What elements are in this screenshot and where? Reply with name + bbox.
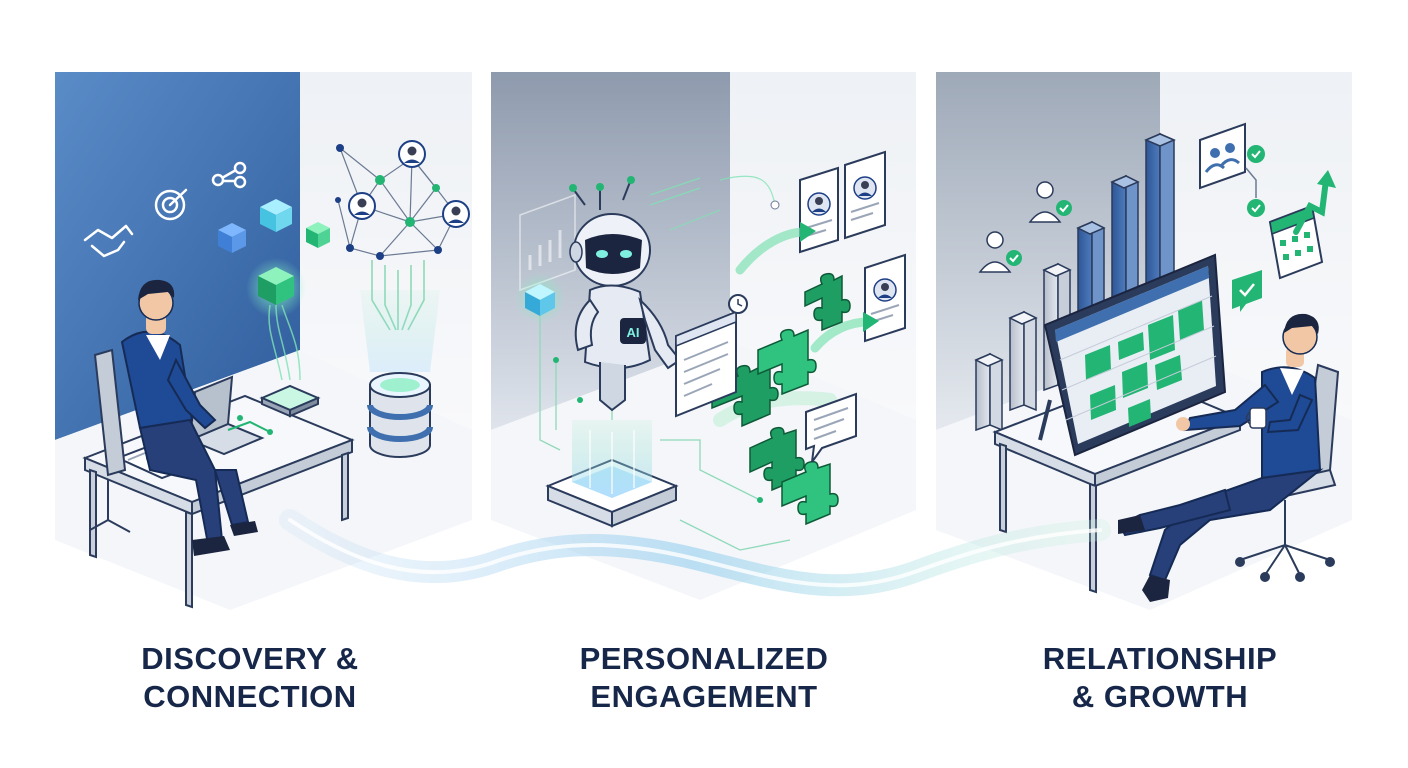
journey-path bbox=[279, 509, 1111, 597]
node bbox=[770, 200, 780, 210]
floating-cube-4 bbox=[246, 258, 306, 318]
browser-window bbox=[675, 294, 748, 418]
floating-cube-1 bbox=[218, 223, 246, 253]
floating-cube-2 bbox=[260, 199, 292, 232]
flow-arrow bbox=[810, 312, 879, 353]
puzzle-piece bbox=[781, 460, 839, 526]
floating-cube-3 bbox=[306, 222, 330, 248]
team-card bbox=[1199, 122, 1265, 217]
beam-lines bbox=[268, 304, 301, 381]
user-check-icon bbox=[978, 231, 1022, 273]
person-working bbox=[120, 279, 258, 556]
panel-engagement: AI bbox=[491, 72, 916, 600]
puzzle-piece bbox=[804, 272, 851, 332]
puzzle-piece bbox=[749, 426, 805, 492]
user-check-icon bbox=[1028, 181, 1072, 223]
avatar bbox=[348, 192, 376, 220]
stage-title-engagement: PERSONALIZED ENGAGEMENT bbox=[524, 640, 884, 716]
stage-title-discovery: DISCOVERY & CONNECTION bbox=[70, 640, 430, 716]
message-check-icon bbox=[1232, 270, 1262, 312]
panel-discovery bbox=[55, 72, 472, 610]
avatar bbox=[398, 140, 426, 168]
circuit-lines bbox=[539, 300, 791, 551]
panel-growth bbox=[936, 72, 1352, 610]
stage-title-line: DISCOVERY & bbox=[141, 641, 359, 676]
schedule-monitor bbox=[1038, 253, 1227, 457]
profile-card bbox=[844, 150, 886, 240]
puzzle-piece bbox=[711, 360, 779, 428]
pedestal bbox=[545, 420, 679, 528]
glowing-cube bbox=[514, 272, 566, 324]
stage-title-line: RELATIONSHIP bbox=[1042, 641, 1278, 676]
stage-title-line: & GROWTH bbox=[1071, 679, 1249, 714]
glowing-device bbox=[259, 384, 321, 418]
avatar bbox=[442, 200, 470, 228]
coffee-cup bbox=[1245, 407, 1267, 429]
profile-card bbox=[864, 253, 906, 343]
person-relaxing bbox=[1118, 313, 1324, 602]
hologram-chart bbox=[519, 193, 576, 292]
flow-arrow bbox=[735, 222, 816, 275]
hologram-lines bbox=[649, 175, 776, 231]
chat-bubble-icon bbox=[805, 392, 857, 463]
stage-title-line: PERSONALIZED bbox=[579, 641, 829, 676]
target-icon bbox=[154, 188, 188, 221]
ai-chest-label: AI bbox=[627, 325, 640, 340]
stage-title-growth: RELATIONSHIP & GROWTH bbox=[980, 640, 1340, 716]
stage-title-line: CONNECTION bbox=[143, 679, 357, 714]
profile-card bbox=[799, 166, 839, 254]
stage-title-line: ENGAGEMENT bbox=[590, 679, 818, 714]
growth-arrow-icon bbox=[1293, 170, 1336, 235]
puzzle-piece bbox=[757, 328, 817, 396]
light-beam bbox=[360, 290, 440, 372]
network-graph bbox=[335, 140, 470, 260]
database-icon bbox=[367, 372, 433, 458]
handshake-icon bbox=[83, 224, 134, 258]
ai-robot: AI bbox=[569, 176, 682, 412]
office-chair bbox=[89, 348, 131, 533]
share-icon bbox=[211, 161, 247, 189]
